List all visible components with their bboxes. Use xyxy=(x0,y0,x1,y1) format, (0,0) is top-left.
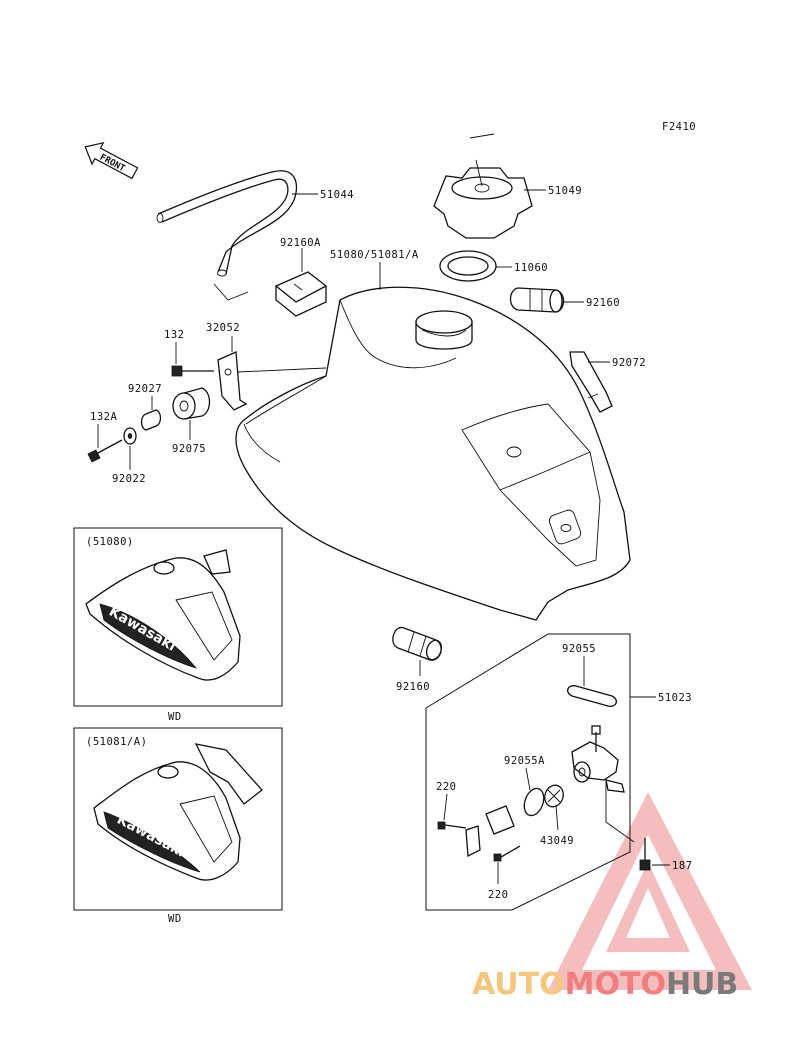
watermark-auto: AUTO xyxy=(472,967,565,1002)
strainer-gasket xyxy=(567,685,617,707)
screw-220-bottom xyxy=(493,845,521,862)
part-label-51023: 51023 xyxy=(658,692,692,704)
watermark-moto: MOTO xyxy=(565,967,666,1002)
part-label-32052: 32052 xyxy=(206,322,240,334)
cap-gasket xyxy=(439,250,497,282)
part-label-132A: 132A xyxy=(90,411,117,423)
breather-hose xyxy=(156,170,298,301)
part-label-92160A: 92160A xyxy=(280,237,321,249)
front-arrow-icon: FRONT xyxy=(84,141,139,180)
inset-51080-box xyxy=(73,527,283,707)
part-label-92022: 92022 xyxy=(112,473,146,485)
fuel-tank xyxy=(235,286,631,621)
part-label-43049: 43049 xyxy=(540,835,574,847)
part-label-11060: 11060 xyxy=(514,262,548,274)
part-label-92075: 92075 xyxy=(172,443,206,455)
fuel-filter-top xyxy=(509,287,565,313)
cock-disc xyxy=(544,784,564,808)
watermark-logo xyxy=(548,792,752,990)
part-label-92055: 92055 xyxy=(562,643,596,655)
inset-51080-caption: WD xyxy=(168,711,182,723)
part-label-51044: 51044 xyxy=(320,189,354,201)
cock-plate xyxy=(465,805,515,858)
part-label-92055A: 92055A xyxy=(504,755,545,767)
screw-220-top xyxy=(437,821,467,830)
part-label-92160-bottom: 92160 xyxy=(396,681,430,693)
watermark-text: AUTOMOTOHUB xyxy=(472,967,738,1002)
part-label-187: 187 xyxy=(672,860,692,872)
inset-51081A-caption: WD xyxy=(168,913,182,925)
inset-51081A-tank: Kawasaki xyxy=(93,743,263,881)
inset-51081A-title: (51081/A) xyxy=(86,736,147,748)
part-label-220-top: 220 xyxy=(436,781,456,793)
part-label-51049: 51049 xyxy=(548,185,582,197)
washer xyxy=(123,427,137,445)
inset-51081A-box xyxy=(73,727,283,911)
mounting-bracket xyxy=(217,351,248,411)
figure-code: F2410 xyxy=(662,121,696,133)
inset-51080-title: (51080) xyxy=(86,536,134,548)
part-label-92160-top: 92160 xyxy=(586,297,620,309)
tank-strap xyxy=(569,351,613,413)
watermark-hub: HUB xyxy=(666,967,738,1002)
collar xyxy=(140,409,162,431)
rubber-damper xyxy=(172,387,211,420)
part-label-220-bottom: 220 xyxy=(488,889,508,901)
fuel-filter-bottom xyxy=(392,626,443,661)
fuel-cap xyxy=(433,133,533,239)
rubber-band xyxy=(274,271,328,317)
o-ring xyxy=(523,787,545,817)
part-label-51080: 51080/51081/A xyxy=(330,249,419,261)
bolt-132A xyxy=(87,439,123,463)
part-label-132: 132 xyxy=(164,329,184,341)
bolt-132 xyxy=(171,365,214,377)
part-label-92072: 92072 xyxy=(612,357,646,369)
fuel-cock xyxy=(571,725,635,843)
fuel-cock-group-box xyxy=(425,633,631,911)
inset-51080-tank: Kawasaki xyxy=(85,549,241,681)
bolt-187 xyxy=(639,838,651,871)
part-label-92027: 92027 xyxy=(128,383,162,395)
